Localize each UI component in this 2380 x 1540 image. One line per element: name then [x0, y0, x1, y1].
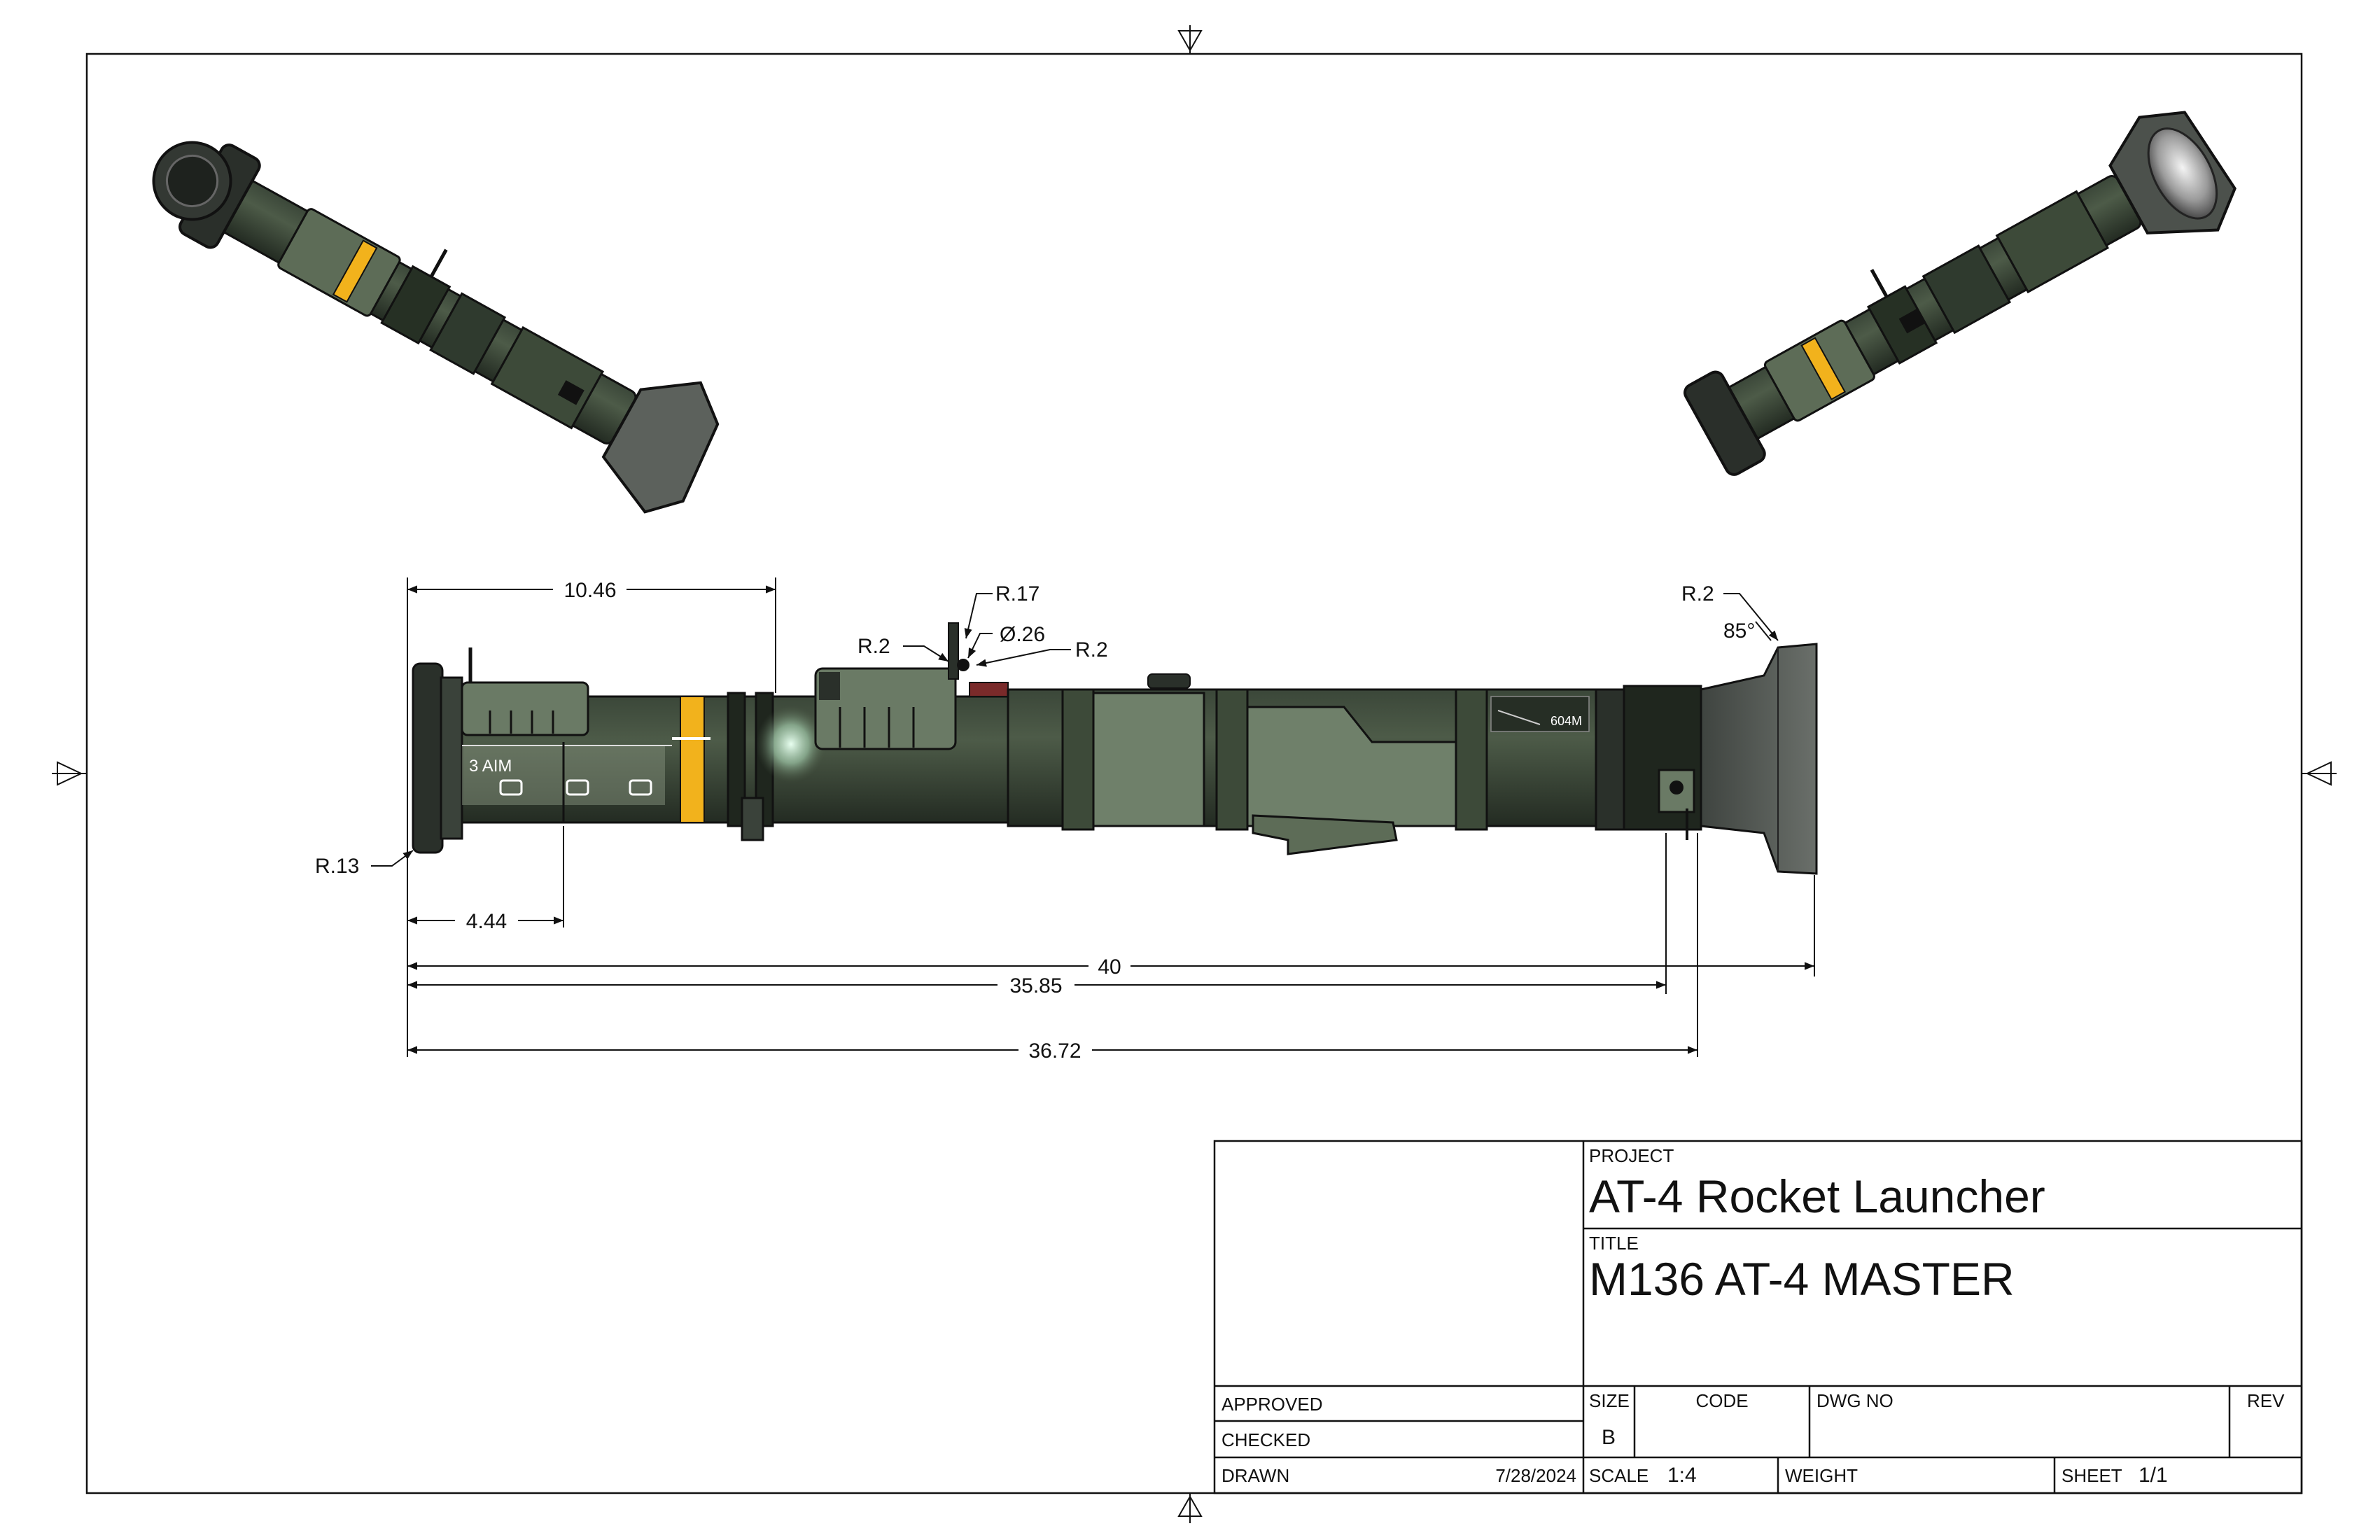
project-name: AT-4 Rocket Launcher	[1589, 1170, 2045, 1222]
serial-decal: 604M	[1550, 714, 1582, 728]
scale-value: 1:4	[1667, 1464, 1697, 1487]
dim-r-2-left: R.2	[858, 635, 890, 658]
dim-36-72: 36.72	[1028, 1040, 1081, 1063]
venturi-bell	[1700, 643, 1818, 875]
size-label: SIZE	[1589, 1390, 1630, 1411]
side-elevation-view: 3 AIM	[412, 622, 1818, 875]
rev-label: REV	[2247, 1390, 2285, 1411]
trigger-lever	[1252, 814, 1398, 855]
dim-r-13: R.13	[315, 855, 359, 878]
dimension-labels: 10.46 R.17 Ø.26 R.2 R.2 R.2 85° R.13 4.4…	[315, 579, 1755, 1063]
dim-r-2-right: R.2	[1075, 638, 1108, 662]
dim-r-17: R.17	[995, 582, 1040, 606]
drawn-label: DRAWN	[1222, 1465, 1289, 1486]
aim-decal: 3 AIM	[469, 757, 512, 776]
dim-r-2-muzzle: R.2	[1681, 582, 1714, 606]
isometric-view-left	[152, 141, 720, 514]
size-value: B	[1602, 1426, 1616, 1449]
isometric-view-right	[1684, 111, 2236, 476]
dim-10-46: 10.46	[564, 579, 616, 602]
code-label: CODE	[1695, 1390, 1748, 1411]
approved-label: APPROVED	[1222, 1394, 1323, 1415]
dim-35-85: 35.85	[1009, 974, 1062, 997]
centering-marks	[52, 25, 2337, 1523]
drawing-title: M136 AT-4 MASTER	[1589, 1253, 2015, 1305]
rear-housing	[461, 681, 589, 736]
front-sight-post	[948, 622, 959, 680]
dwg-no-label: DWG NO	[1816, 1390, 1893, 1411]
project-label: PROJECT	[1589, 1145, 1674, 1166]
yellow-stripe	[680, 696, 705, 823]
scale-label: SCALE	[1589, 1465, 1648, 1486]
weight-label: WEIGHT	[1785, 1465, 1858, 1486]
title-block: PROJECT AT-4 Rocket Launcher TITLE M136 …	[1213, 1140, 2303, 1494]
breech-ring	[412, 662, 444, 854]
dim-40: 40	[1098, 955, 1121, 979]
sheet-value: 1/1	[2138, 1464, 2168, 1487]
dim-dia-26: Ø.26	[1000, 623, 1045, 646]
dimension-lines	[371, 578, 1815, 1057]
checked-label: CHECKED	[1222, 1429, 1310, 1450]
dim-4-44: 4.44	[466, 910, 507, 933]
title-label: TITLE	[1589, 1233, 1639, 1254]
drawn-date: 7/28/2024	[1495, 1465, 1576, 1486]
dim-angle-85: 85°	[1723, 620, 1755, 643]
sheet-label: SHEET	[2062, 1465, 2122, 1486]
sight-housing	[814, 667, 957, 750]
